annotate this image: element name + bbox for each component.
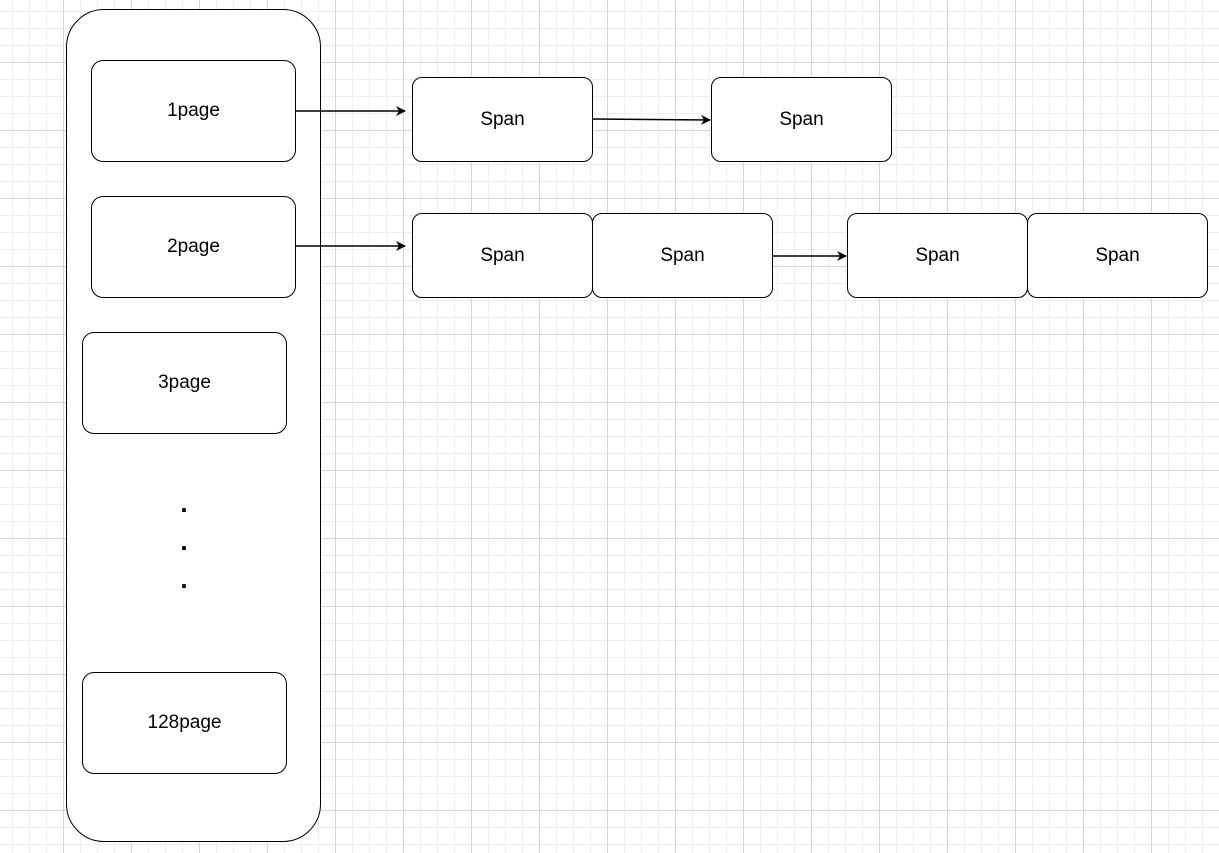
ellipsis-dot-3: . <box>180 564 188 594</box>
page-node-3page[interactable]: 3page <box>82 332 287 434</box>
ellipsis-dot-1: . <box>180 488 188 518</box>
span-node-row1-2[interactable]: Span <box>711 77 892 162</box>
span-node-label: Span <box>1095 244 1140 266</box>
page-node-label: 2page <box>167 236 220 257</box>
span-node-label: Span <box>480 108 525 130</box>
page-node-label: 3page <box>158 372 211 393</box>
page-node-label: 1page <box>167 100 220 121</box>
span-node-row2-1[interactable]: Span <box>412 213 593 298</box>
span-node-label: Span <box>480 244 525 266</box>
span-node-row2-2[interactable]: Span <box>592 213 773 298</box>
span-node-label: Span <box>779 108 824 130</box>
span-node-label: Span <box>915 244 960 266</box>
page-node-label: 128page <box>147 712 222 733</box>
arrow-span-to-span-row1[interactable] <box>592 114 711 125</box>
span-node-row1-1[interactable]: Span <box>412 77 593 162</box>
span-node-label: Span <box>660 244 705 266</box>
span-node-row2-4[interactable]: Span <box>1027 213 1208 298</box>
page-node-128page[interactable]: 128page <box>82 672 287 774</box>
page-node-2page[interactable]: 2page <box>91 196 296 298</box>
span-node-row2-3[interactable]: Span <box>847 213 1028 298</box>
ellipsis-dot-2: . <box>180 526 188 556</box>
page-node-1page[interactable]: 1page <box>91 60 296 162</box>
